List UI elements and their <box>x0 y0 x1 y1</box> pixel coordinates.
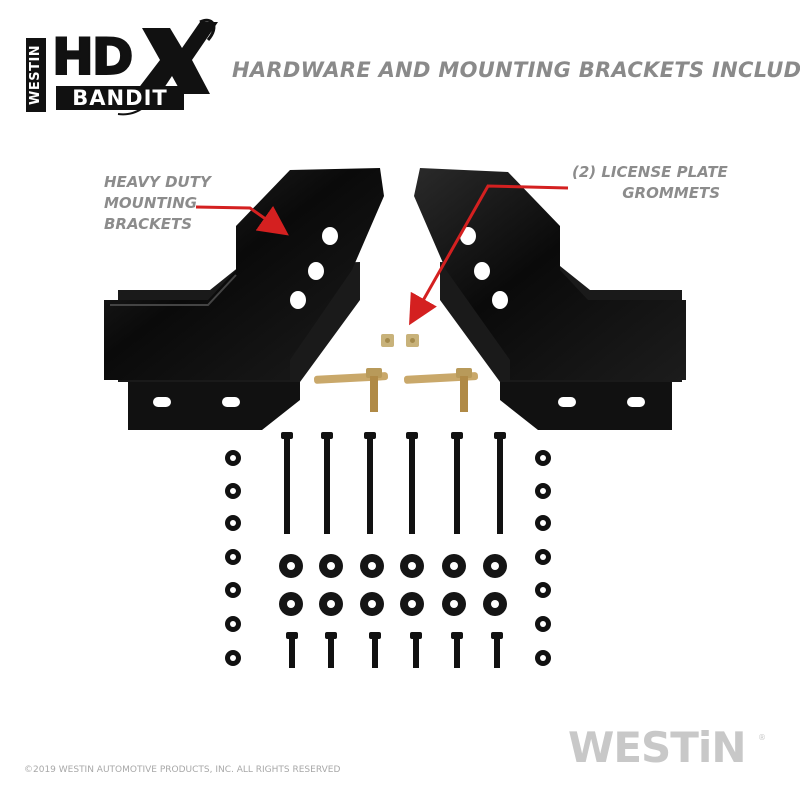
callout-line: (2) LICENSE PLATE <box>572 163 728 181</box>
left-mounting-bracket <box>104 168 384 430</box>
page-headline: HARDWARE AND MOUNTING BRACKETS INCLUDED <box>232 58 800 82</box>
callout-line: BRACKETS <box>104 215 193 233</box>
logo-hd-text: HD <box>51 28 134 86</box>
trademark-symbol: ® <box>758 733 766 742</box>
callout-line: HEAVY DUTY <box>104 173 211 191</box>
copyright-notice: ©2019 WESTIN AUTOMOTIVE PRODUCTS, INC. A… <box>24 765 341 775</box>
logo-bandit-text: BANDIT <box>56 86 184 110</box>
callout-mounting-brackets: HEAVY DUTY MOUNTING BRACKETS <box>104 172 211 235</box>
callout-arrows <box>195 184 569 326</box>
callout-license-plate-grommets: (2) LICENSE PLATE GROMMETS <box>572 162 728 204</box>
hdx-x-mark-icon <box>117 18 218 116</box>
short-bolts <box>286 632 503 668</box>
washer-row-2 <box>279 592 507 616</box>
washer-row-1 <box>279 554 507 578</box>
left-nut-column <box>225 450 241 666</box>
callout-line: MOUNTING <box>104 194 198 212</box>
license-plate-grommets <box>381 334 419 347</box>
westin-hdx-bandit-logo <box>22 18 222 128</box>
westin-brand-wordmark: WESTiN <box>568 723 746 772</box>
right-mounting-bracket <box>414 168 686 430</box>
callout-line: GROMMETS <box>622 184 720 202</box>
long-bolts <box>281 432 506 534</box>
license-plate-bolts <box>313 368 479 412</box>
right-nut-column <box>535 450 551 666</box>
